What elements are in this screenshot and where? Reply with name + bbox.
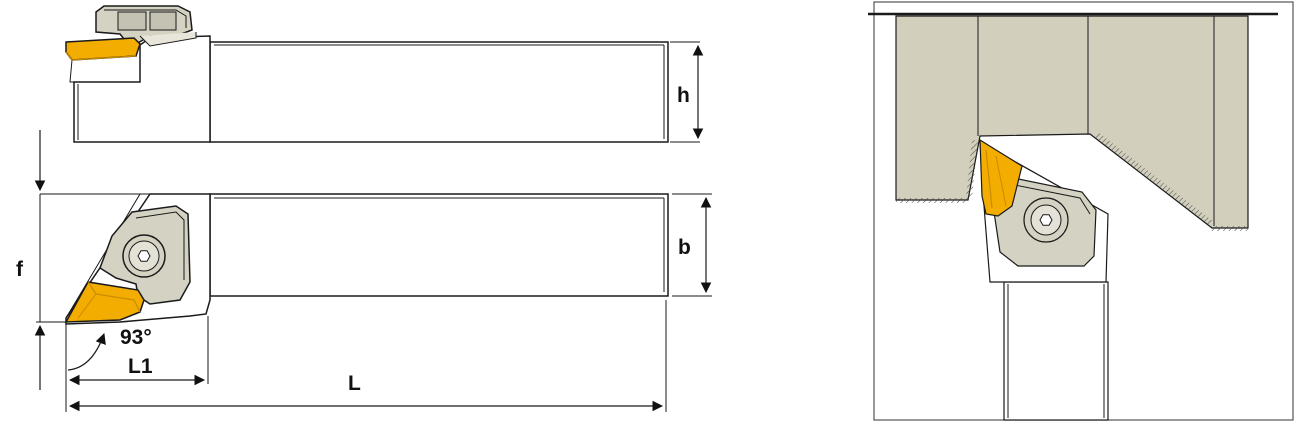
angle-arc <box>67 332 106 371</box>
application-view <box>868 1 1294 421</box>
top-view <box>34 130 712 412</box>
side-shank <box>209 41 669 143</box>
side-view <box>65 5 704 143</box>
dimension-l1-label: L1 <box>128 355 153 378</box>
dimension-l-label: L <box>348 372 361 395</box>
angle-label: 93° <box>120 326 152 349</box>
top-shank <box>209 193 669 297</box>
dimension-b-label: b <box>678 236 691 259</box>
application-shank <box>1003 281 1109 421</box>
dimension-h-label: h <box>677 84 690 107</box>
dimension-f-label: f <box>16 258 24 281</box>
